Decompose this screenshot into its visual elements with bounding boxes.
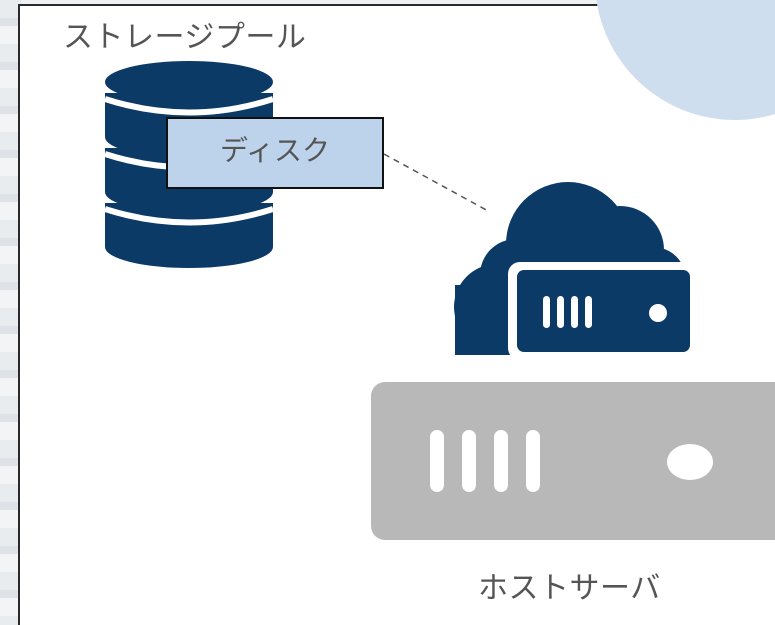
storage-pool-label: ストレージプール [63,20,307,55]
server-icon [371,382,775,540]
decorative-circle [596,0,775,120]
disk-label: ディスク [219,134,331,167]
cloud-server-icon [454,182,698,360]
dashed-connector [383,153,491,213]
disk-box: ディスク [166,117,384,189]
host-server-label: ホストサーバ [478,571,661,606]
background-strip [0,0,22,625]
